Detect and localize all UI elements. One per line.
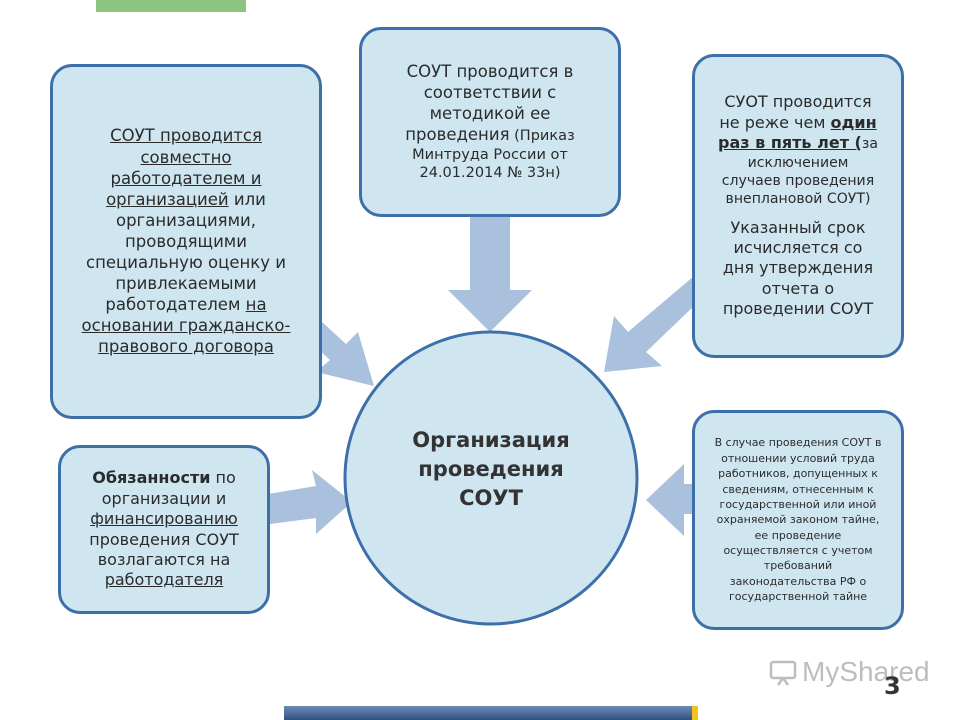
text: работодателем и — [110, 168, 262, 188]
text: финансированию — [90, 509, 238, 529]
text: исключением — [747, 154, 849, 171]
box-methodology: СОУТ проводится в соответствии с методик… — [359, 27, 621, 217]
text: отношении условий труда — [721, 451, 875, 465]
box-joint-conduct: СОУТ проводится совместно работодателем … — [50, 64, 322, 419]
text: на — [245, 295, 267, 315]
text: СОУТ проводится — [110, 126, 262, 146]
text: исчисляется со — [733, 238, 863, 258]
text: или — [228, 189, 266, 209]
arrow-right-bottom — [646, 464, 692, 536]
text: 24.01.2014 № 33н) — [419, 165, 561, 182]
text: организациями, — [115, 210, 257, 230]
text: сведениям, отнесенным к — [722, 482, 874, 496]
text: организации и — [101, 488, 227, 508]
center-line: проведения — [418, 456, 564, 481]
text: СУОТ проводится — [724, 92, 872, 112]
watermark-text: MyShared — [802, 656, 930, 687]
text: проведения СОУТ — [89, 529, 239, 549]
arrow-left-bottom — [268, 470, 352, 534]
center-circle — [343, 330, 639, 626]
text: возлагаются на — [97, 549, 231, 569]
text: правового договора — [98, 337, 274, 357]
text: организацией — [106, 189, 229, 209]
text: привлекаемыми — [115, 274, 257, 294]
text: один — [830, 112, 877, 132]
text: дня утверждения — [722, 258, 874, 278]
text: раз в пять лет ( — [718, 133, 862, 153]
text: законодательства РФ о — [729, 574, 867, 588]
text: соответствии с — [423, 83, 557, 103]
text: за — [861, 136, 878, 153]
text: ее проведение — [754, 528, 842, 542]
text: проведении СОУТ — [722, 299, 874, 319]
top-accent-bar — [96, 0, 246, 12]
text: основании гражданско- — [81, 316, 291, 336]
text: не реже чем — [719, 112, 831, 132]
center-line: СОУТ — [459, 485, 523, 510]
text: по — [210, 468, 236, 488]
bottom-accent-bar — [284, 706, 692, 720]
text: проведения — [405, 125, 510, 145]
text: проводящими — [125, 231, 247, 251]
center-label: Организация проведения СОУТ — [380, 426, 602, 513]
text: требований — [763, 559, 833, 573]
text: осуществляется с учетом — [723, 544, 873, 558]
arrow-top — [448, 216, 532, 332]
text: (Приказ — [509, 128, 575, 145]
arrow-left-top — [306, 322, 374, 386]
text: государственной или иной — [719, 497, 877, 511]
text: совместно — [140, 147, 232, 167]
text: методикой ее — [429, 104, 551, 124]
text: СОУТ проводится в — [406, 61, 574, 81]
text: Минтруда России от — [412, 146, 568, 163]
text: Обязанности — [92, 468, 211, 488]
text: работодателем — [105, 295, 246, 315]
arrow-right-top — [604, 276, 694, 372]
text: специальную оценку и — [86, 253, 286, 273]
center-line: Организация — [412, 428, 570, 452]
text: внеплановой СОУТ) — [725, 190, 871, 207]
text: Указанный срок — [730, 217, 866, 237]
presentation-icon — [769, 660, 797, 686]
text: охраняемой законом тайне, — [716, 513, 880, 527]
text: работодателя — [104, 570, 224, 590]
text: В случае проведения СОУТ в — [714, 436, 882, 450]
text: государственной тайне — [728, 590, 868, 604]
page-number: 3 — [884, 672, 901, 700]
text: случаев проведения — [721, 172, 875, 189]
watermark: MyShared — [768, 656, 930, 688]
text: работников, допущенных к — [718, 467, 878, 481]
box-responsibility: Обязанности по организации и финансирова… — [58, 445, 270, 614]
box-state-secret: В случае проведения СОУТ в отношении усл… — [692, 410, 904, 630]
box-periodicity: СУОТ проводится не реже чем один раз в п… — [692, 54, 904, 358]
bottom-accent-tick — [692, 706, 698, 720]
text: отчета о — [761, 278, 835, 298]
